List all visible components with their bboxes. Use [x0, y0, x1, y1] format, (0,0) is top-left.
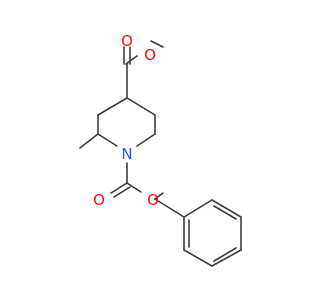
- structure-diagram: O O N O O: [79, 32, 242, 267]
- bonds: [79, 40, 185, 218]
- bond-O-carbonylC-top: [125, 55, 138, 65]
- atom-O-carbonyl-bottom: O: [93, 191, 105, 209]
- bond-C-O-double-bottom-b: [113, 186, 131, 198]
- phenyl-ring: [183, 199, 242, 267]
- bond-C2-N: [97, 133, 118, 147]
- bond-ph-2-3: [183, 249, 213, 267]
- atom-labels: O O N O O: [93, 32, 159, 209]
- atom-O-ester-bottom: O: [147, 191, 159, 209]
- molecule-drawing: O O N O O: [79, 32, 242, 267]
- atom-O-carbonyl-top: O: [121, 32, 133, 50]
- bond-C2-methyl: [79, 133, 99, 149]
- atom-N-ring: N: [121, 145, 132, 163]
- bond-O-CH2: [154, 192, 164, 200]
- bond-ph-inner-b: [213, 247, 237, 262]
- bond-C-O-double-bottom-a: [110, 182, 128, 194]
- bond-methyl-O: [150, 40, 164, 48]
- bond-N-C6: [136, 133, 156, 147]
- bond-C5-C4: [126, 97, 156, 116]
- bond-ph-3-4: [211, 249, 242, 267]
- bond-C4-C3: [97, 97, 128, 116]
- atom-O-ester-top: O: [144, 46, 156, 64]
- bond-ph-5-6: [211, 199, 242, 218]
- bond-carbamateC-O: [126, 182, 142, 193]
- bond-CH2-ipso: [154, 198, 185, 218]
- bond-ph-inner-c: [213, 205, 237, 220]
- bond-ph-6-1: [183, 199, 213, 218]
